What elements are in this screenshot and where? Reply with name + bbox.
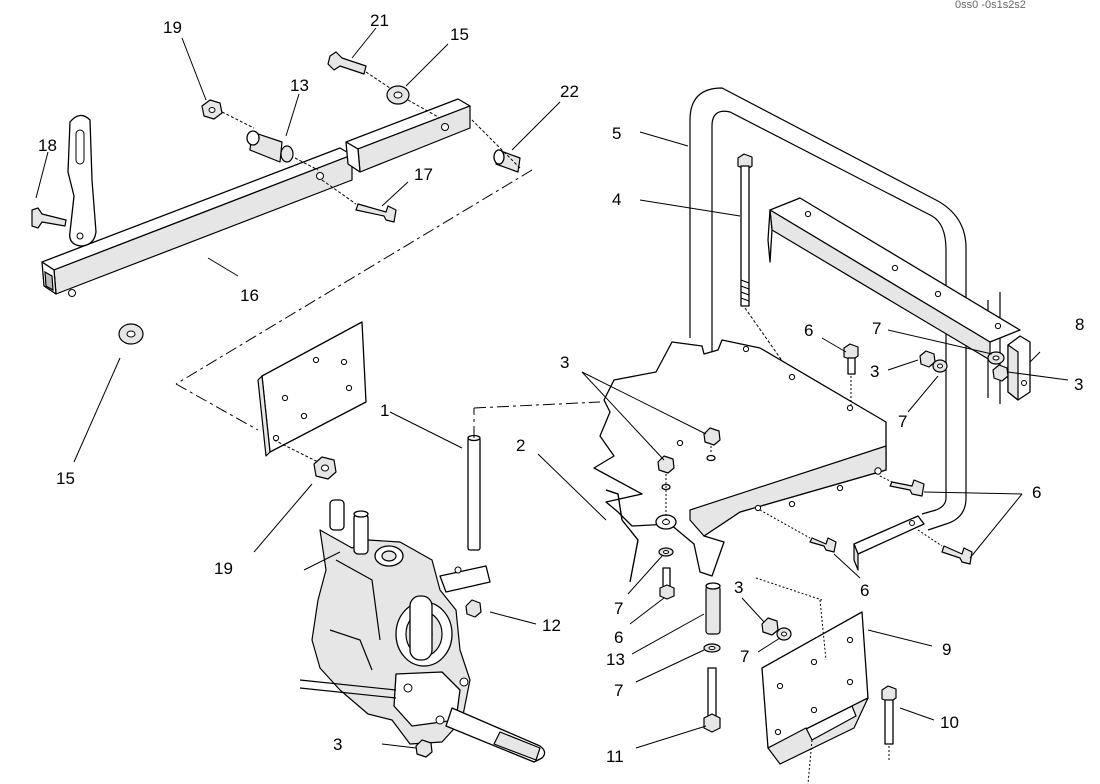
washer-15-upper <box>386 85 410 105</box>
callout-3-center: 3 <box>560 353 569 372</box>
hex-nut-3-lower <box>761 617 779 636</box>
callout-3-lower: 3 <box>734 578 743 597</box>
long-bolt-4 <box>737 153 753 307</box>
callout-7-lower: 7 <box>614 681 623 700</box>
washer-7-upper-mid <box>932 359 948 373</box>
callout-6-mid: 6 <box>860 581 869 600</box>
bolt-21 <box>327 51 367 75</box>
callout-15-bottom: 15 <box>56 469 75 488</box>
washer-7-center <box>658 547 674 557</box>
callout-21: 21 <box>370 11 389 30</box>
callout-19-bottom: 19 <box>214 559 233 578</box>
callout-15-top: 15 <box>450 25 469 44</box>
spacer-13-upper <box>246 130 294 163</box>
callout-7-upper: 7 <box>898 412 907 431</box>
bushing-22 <box>493 149 521 173</box>
bracket-9 <box>761 611 869 765</box>
callout-17: 17 <box>414 165 433 184</box>
hex-nut-19-lower <box>313 456 337 480</box>
bolt-17 <box>355 203 397 223</box>
bolt-6-upper <box>843 343 859 375</box>
callout-3-upper-left: 3 <box>870 362 879 381</box>
callout-13-bottom: 13 <box>606 650 625 669</box>
end-plate-8 <box>1007 335 1031 401</box>
callout-4: 4 <box>612 190 621 209</box>
callout-3-right: 3 <box>1074 375 1083 394</box>
washer-center-a <box>706 454 716 462</box>
callout-5: 5 <box>612 124 621 143</box>
document-number: 0ss0 -0s1s2s2 <box>955 0 1026 11</box>
hex-nut-12 <box>465 599 482 618</box>
hex-nut-3-upper-right <box>992 364 1009 382</box>
callout-leaders <box>35 27 1069 749</box>
bolt-6-lower-right <box>941 545 973 565</box>
hex-nut-19-upper <box>201 99 223 120</box>
pivot-link-18 <box>31 114 97 247</box>
rod-1 <box>467 434 481 551</box>
callout-18: 18 <box>38 136 57 155</box>
callout-11: 11 <box>606 747 624 766</box>
callout-13-top: 13 <box>290 76 309 95</box>
arm-bar-16 <box>41 147 353 297</box>
washer-7-lower <box>703 643 721 653</box>
hex-nut-3-center-b <box>657 455 675 474</box>
callout-7-top: 7 <box>872 319 881 338</box>
callout-6-top: 6 <box>804 321 813 340</box>
washer-7-upper-right <box>987 351 1005 365</box>
hex-nut-3-center-a <box>703 427 721 446</box>
callout-22: 22 <box>560 82 579 101</box>
callout-19-top: 19 <box>163 18 182 37</box>
callout-1: 1 <box>380 401 389 420</box>
callout-6-right: 6 <box>1032 483 1041 502</box>
callout-7-lower-right: 7 <box>740 647 749 666</box>
callout-12: 12 <box>542 616 561 635</box>
spacer-13-lower <box>705 582 721 635</box>
hex-nut-3-bottom <box>415 739 433 758</box>
bolt-6-mid <box>809 537 837 553</box>
arm-extension-22 <box>345 98 471 173</box>
callout-labels: 19 13 21 15 22 18 17 16 15 19 1 2 12 3 3… <box>38 11 1084 766</box>
bracket-channel <box>767 197 1021 361</box>
bolt-11 <box>703 667 721 733</box>
callout-9: 9 <box>942 640 951 659</box>
callout-16: 16 <box>240 286 259 305</box>
callout-2: 2 <box>516 436 525 455</box>
mount-plate <box>257 321 367 457</box>
washer-7-lower-right <box>776 627 792 641</box>
callout-7-center: 7 <box>614 599 623 618</box>
transaxle <box>299 499 546 763</box>
strap-plate <box>853 515 925 571</box>
callout-10: 10 <box>940 713 959 732</box>
callout-3-bottom: 3 <box>333 735 342 754</box>
bolt-10 <box>881 685 897 745</box>
bolt-6-right <box>889 479 925 497</box>
callout-8: 8 <box>1075 315 1084 334</box>
bolt-6-center <box>659 567 675 600</box>
callout-6-center: 6 <box>614 628 623 647</box>
washer-15-lower <box>118 323 144 345</box>
